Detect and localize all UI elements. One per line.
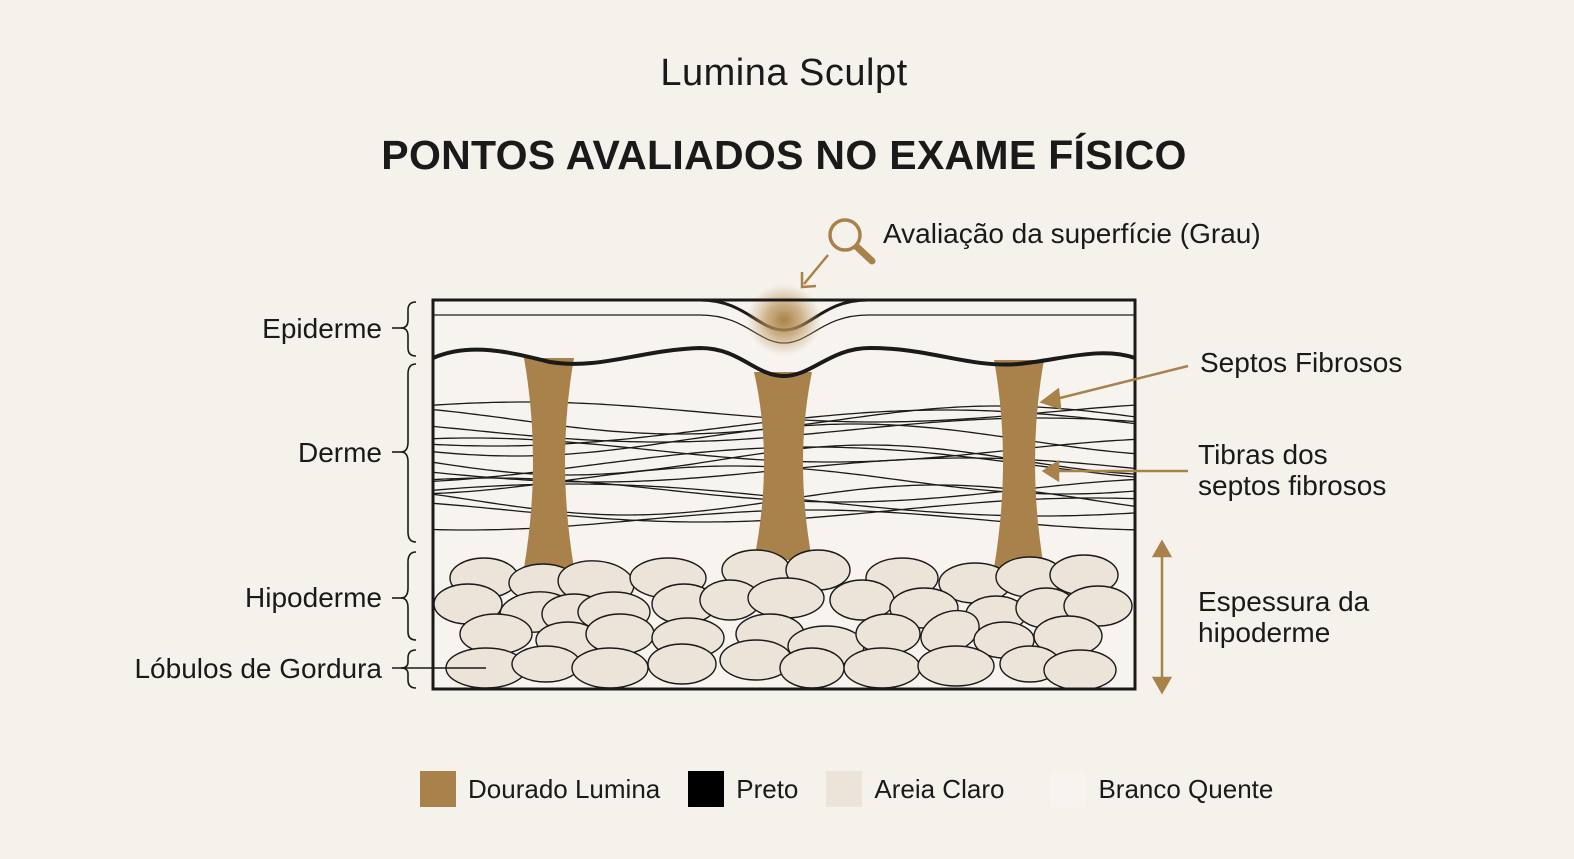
septos-arrow xyxy=(1039,364,1189,410)
fat-lobule xyxy=(779,647,845,689)
legend-item: Areia Claro xyxy=(826,771,1004,807)
fat-lobule xyxy=(511,645,581,683)
bracket-epiderme xyxy=(400,301,417,357)
fat-lobule xyxy=(1043,649,1117,689)
legend-label: Areia Claro xyxy=(874,773,1005,804)
legend-swatch-sand xyxy=(826,771,863,807)
legend-swatch-black xyxy=(688,771,725,807)
label-surface-evaluation: Avaliação da superfície (Grau) xyxy=(883,218,1261,249)
legend-swatch-warm-white xyxy=(1050,771,1087,807)
fat-lobule xyxy=(843,647,921,689)
legend-label: Branco Quente xyxy=(1098,773,1274,804)
bracket-derme xyxy=(400,363,417,543)
legend-swatch-gold xyxy=(420,771,456,807)
label-espessura-line2: hipoderme xyxy=(1198,617,1331,648)
color-legend: Dourado Lumina Preto Areia Claro Branco … xyxy=(420,770,1301,808)
espessura-double-arrow xyxy=(1151,539,1173,695)
label-tibras-line1: Tibras dos xyxy=(1198,439,1328,470)
page-title: PONTOS AVALIADOS NO EXAME FÍSICO xyxy=(381,132,1187,178)
legend-item: Dourado Lumina xyxy=(420,771,660,807)
layer-brackets xyxy=(392,301,486,689)
legend-item: Preto xyxy=(688,771,798,807)
label-epiderme: Epiderme xyxy=(262,313,382,344)
tissue-box-outline xyxy=(431,298,1137,691)
dermo-epidermal-junction xyxy=(433,345,1135,379)
surface-arrow xyxy=(800,254,829,289)
label-espessura-line1: Espessura da xyxy=(1198,586,1370,617)
legend-label: Preto xyxy=(736,773,799,804)
septum-left xyxy=(524,358,574,568)
label-hipoderme: Hipoderme xyxy=(245,582,382,613)
fibrous-septa xyxy=(524,358,1044,568)
tibras-arrow xyxy=(1041,459,1188,483)
label-tibras-line2: septos fibrosos xyxy=(1198,470,1387,501)
fat-lobules xyxy=(433,549,1133,689)
label-derme: Derme xyxy=(297,437,382,468)
septum-center xyxy=(754,372,812,560)
label-septos-fibrosos: Septos Fibrosos xyxy=(1200,347,1403,378)
bracket-lobulos xyxy=(400,649,417,689)
legend-label: Dourado Lumina xyxy=(468,773,661,804)
brand-name: Lumina Sculpt xyxy=(660,52,908,94)
fat-lobule xyxy=(747,577,825,619)
legend-item: Branco Quente xyxy=(1050,771,1273,807)
septum-right xyxy=(994,360,1044,568)
bracket-hipoderme xyxy=(400,551,417,641)
fat-lobule xyxy=(571,647,649,689)
surface-glow xyxy=(746,284,822,356)
fat-lobule xyxy=(647,643,717,685)
magnifier-icon xyxy=(828,218,876,265)
fat-lobule xyxy=(917,645,995,687)
label-lobulos-de-gordura: Lóbulos de Gordura xyxy=(134,653,382,684)
